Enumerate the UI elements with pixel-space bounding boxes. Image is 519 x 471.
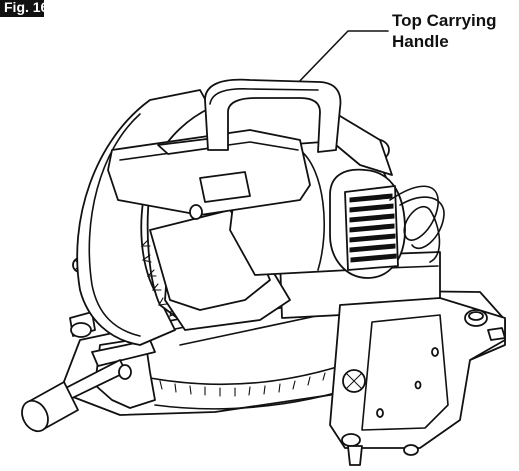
- power-cord: [389, 185, 441, 263]
- blade-guard-rim: [88, 113, 141, 337]
- switch-housing: [107, 129, 311, 216]
- miter-lock-handle[interactable]: [17, 381, 79, 436]
- operating-handle-grip[interactable]: [199, 171, 251, 203]
- base-foot-pad: [403, 444, 419, 456]
- miter-scale-ticks: [159, 367, 341, 397]
- callout-leader-line: [292, 30, 389, 89]
- bevel-lock-knob: [342, 369, 366, 393]
- fence-clamp-knob: [464, 309, 488, 327]
- miter-detent-knob: [118, 364, 132, 380]
- base-rubber-foot: [347, 445, 363, 466]
- switch-housing-top: [119, 141, 299, 161]
- callout-label-line-2: Handle: [392, 32, 449, 51]
- carrying-handle-ridge: [209, 88, 319, 105]
- base-right-inner: [361, 314, 449, 431]
- top-carrying-handle[interactable]: [204, 78, 342, 153]
- handle-lock-button[interactable]: [189, 204, 203, 220]
- callout-label-line-1: Top Carrying: [392, 11, 497, 30]
- saw-blade-teeth: [140, 239, 178, 317]
- figure-number-tag: Fig. 16: [0, 0, 44, 17]
- mounting-hole: [431, 347, 439, 357]
- top-carrying-handle-callout: Top Carrying Handle: [392, 10, 497, 52]
- base-rubber-foot: [487, 327, 506, 341]
- left-base-clamp: [69, 311, 96, 338]
- miter-lock-housing: [91, 339, 156, 367]
- motor-cooling-vents: [344, 185, 399, 271]
- mounting-hole: [414, 380, 422, 390]
- base-foot-pad: [341, 433, 361, 447]
- mounting-hole: [376, 408, 384, 418]
- power-cord: [399, 196, 445, 250]
- motor-housing-seam: [299, 149, 326, 271]
